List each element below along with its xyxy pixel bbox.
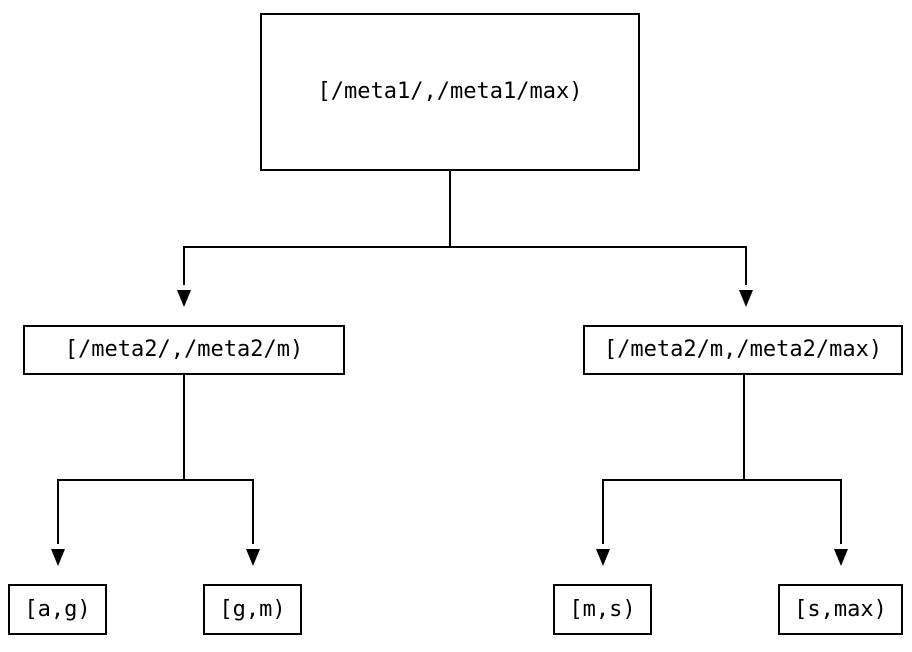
node-leaf-smax-label: [s,max) [794,596,887,622]
node-leaf-ag-label: [a,g) [24,596,91,622]
node-leaf-smax: [s,max) [778,584,903,635]
arrowhead-left-gm-icon [246,549,260,566]
node-leaf-ms: [m,s) [553,584,652,635]
node-right-label: [/meta2/m,/meta2/max) [603,337,883,362]
arrowhead-root-left-icon [177,290,191,307]
node-leaf-ms-label: [m,s) [569,596,636,622]
node-leaf-gm-label: [g,m) [219,596,286,622]
node-root-label: [/meta1/,/meta1/max) [317,79,583,104]
arrowhead-right-ms-icon [596,549,610,566]
node-left: [/meta2/,/meta2/m) [23,325,345,375]
node-leaf-gm: [g,m) [203,584,302,635]
node-left-label: [/meta2/,/meta2/m) [64,337,304,362]
arrowhead-root-right-icon [739,290,753,307]
arrowhead-right-smax-icon [834,549,848,566]
node-root: [/meta1/,/meta1/max) [260,13,640,171]
node-right: [/meta2/m,/meta2/max) [583,325,903,375]
node-leaf-ag: [a,g) [8,584,107,635]
arrowhead-left-ag-icon [51,549,65,566]
